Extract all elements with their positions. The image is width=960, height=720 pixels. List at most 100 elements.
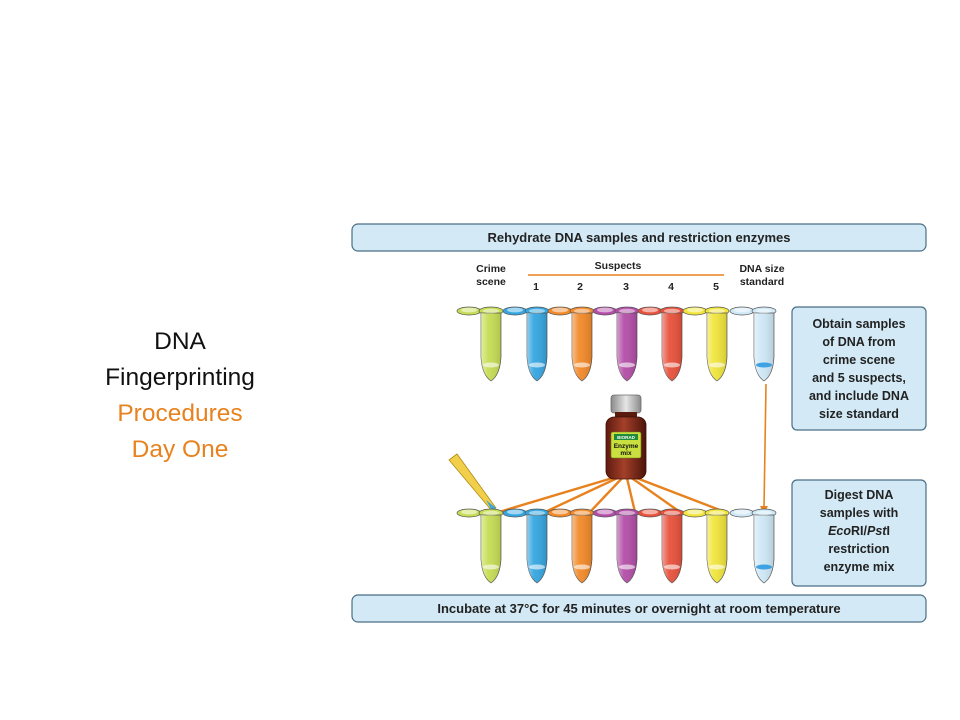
suspect-1-label: 1 (533, 281, 539, 293)
tube-opening (529, 308, 545, 314)
tube-liquid (574, 564, 590, 570)
digest-ri: RI/ (851, 524, 868, 538)
tube-opening (619, 308, 635, 314)
top-tube-dna-standard (729, 306, 777, 382)
bottom-tube-dna-standard (729, 508, 777, 584)
pipette-tip-icon (448, 453, 497, 512)
standard-label-line1: DNA size (739, 263, 784, 275)
bottom-tube-suspect-5 (682, 508, 730, 584)
tube-shine (481, 313, 501, 381)
bottom-tube-suspect-1 (502, 508, 550, 584)
digest-line-2: samples with (820, 506, 899, 520)
tube-liquid (756, 362, 772, 368)
crime-scene-label-line1: Crime (476, 263, 506, 275)
tube-shine (662, 313, 682, 381)
tube-opening (574, 308, 590, 314)
tube-liquid (483, 362, 499, 368)
tube-shine (617, 515, 637, 583)
tube-opening (756, 308, 772, 314)
tube-opening (483, 510, 499, 516)
tube-opening (574, 510, 590, 516)
tube-opening (709, 510, 725, 516)
obtain-line-6: size standard (819, 407, 899, 421)
tube-lid-highlight (734, 307, 750, 313)
slide-title: DNA Fingerprinting Procedures Day One (60, 324, 300, 468)
top-tube-suspect-3 (592, 306, 640, 382)
enzyme-line-crime-scene (498, 472, 627, 514)
suspect-4-label: 4 (668, 281, 674, 293)
tube-liquid (529, 564, 545, 570)
title-line-procedures: Procedures (117, 400, 243, 427)
tube-opening (619, 510, 635, 516)
crime-scene-label-line2: scene (476, 276, 506, 288)
tube-shine (572, 515, 592, 583)
tube-liquid (709, 564, 725, 570)
enzyme-line-suspect-1 (544, 472, 627, 514)
suspect-3-label: 3 (623, 281, 629, 293)
tube-opening (709, 308, 725, 314)
digest-line-3: EcoRI/PstI (828, 524, 890, 538)
digest-line-4: restriction (828, 542, 889, 556)
tube-lid-highlight (461, 307, 477, 313)
tube-opening (664, 308, 680, 314)
obtain-line-1: Obtain samples (812, 317, 905, 331)
obtain-line-4: and 5 suspects, (812, 371, 906, 385)
enzyme-distribution-lines (498, 472, 726, 514)
tube-lid-highlight (507, 307, 523, 313)
top-tube-crime-scene (456, 306, 504, 382)
bottom-tube-suspect-2 (547, 508, 595, 584)
tube-lid-highlight (687, 307, 703, 313)
standard-label-line2: standard (740, 276, 784, 288)
top-tube-suspect-5 (682, 306, 730, 382)
digest-samples-box (791, 479, 927, 587)
top-tube-suspect-1 (502, 306, 550, 382)
standard-transfer-line (763, 383, 767, 509)
suspect-2-label: 2 (577, 281, 583, 293)
enzyme-line-suspect-4 (625, 473, 681, 513)
obtain-samples-box (791, 306, 927, 431)
title-line-day-one: Day One (131, 436, 229, 463)
tube-lid-highlight (507, 509, 523, 515)
tube-shine (707, 313, 727, 381)
tube-liquid (483, 564, 499, 570)
bottle-logo-text: BIORAD (617, 435, 635, 440)
tube-row-top (456, 306, 777, 382)
tube-shine (527, 515, 547, 583)
bottom-tube-crime-scene (456, 508, 504, 584)
tube-liquid (664, 564, 680, 570)
tube-shine (707, 515, 727, 583)
bottom-banner-text: Incubate at 37°C for 45 minutes or overn… (437, 601, 840, 616)
tube-shine (754, 515, 774, 583)
tube-opening (756, 510, 772, 516)
enzyme-line-suspect-3 (624, 473, 637, 513)
tube-liquid (709, 362, 725, 368)
title-line-dna: DNA (154, 328, 206, 355)
suspects-label: Suspects (595, 260, 642, 272)
tube-liquid (529, 362, 545, 368)
tube-row-bottom (456, 508, 777, 584)
digest-eco: Eco (828, 524, 851, 538)
tube-lid-highlight (597, 307, 613, 313)
bottle-label-line1: Enzyme (614, 443, 639, 450)
tube-lid-highlight (552, 509, 568, 515)
tube-opening (529, 510, 545, 516)
tube-shine (662, 515, 682, 583)
tube-shine (754, 313, 774, 381)
top-tube-suspect-4 (637, 306, 685, 382)
tube-lid-highlight (687, 509, 703, 515)
digest-line-5: enzyme mix (824, 560, 895, 574)
obtain-line-5: and include DNA (809, 389, 909, 403)
digest-pst: Pst (867, 524, 887, 538)
tube-shine (617, 313, 637, 381)
tube-shine (572, 313, 592, 381)
bottom-tube-suspect-3 (592, 508, 640, 584)
top-banner (351, 223, 927, 252)
tube-opening (664, 510, 680, 516)
tube-liquid (664, 362, 680, 368)
obtain-line-2: of DNA from (822, 335, 895, 349)
bottom-tube-suspect-4 (637, 508, 685, 584)
tube-liquid (756, 564, 772, 570)
bottle-label-line2: mix (620, 450, 632, 457)
tube-opening (483, 308, 499, 314)
